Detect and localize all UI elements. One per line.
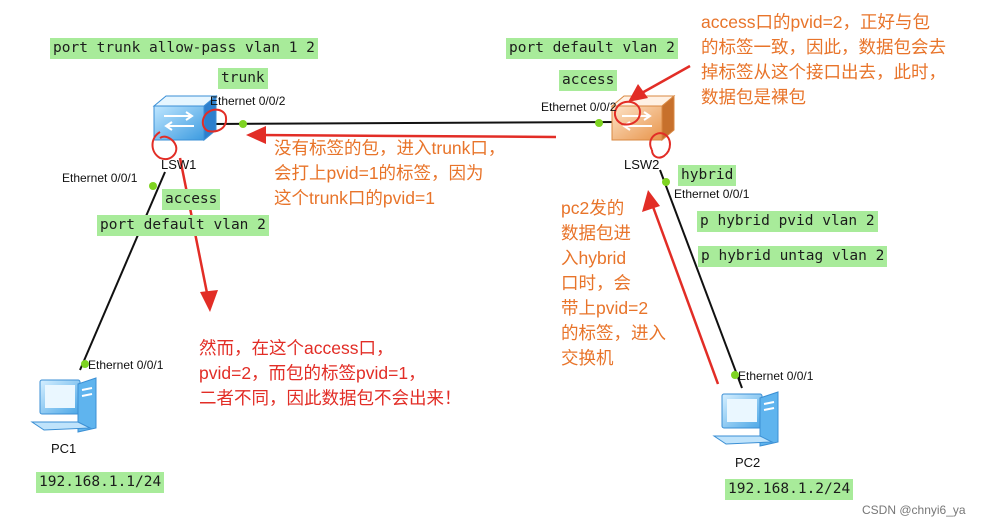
- lsw1-port-top-label: Ethernet 0/0/2: [210, 94, 286, 108]
- tag-pc1-ip: 192.168.1.1/24: [36, 472, 165, 493]
- tag-lsw1-trunk-cmd: port trunk allow-pass vlan 1 2: [50, 38, 318, 59]
- link-lsw2-pc2: [659, 169, 743, 389]
- switch-lsw2-icon[interactable]: [610, 94, 676, 142]
- lsw2-label: LSW2: [624, 157, 660, 172]
- lsw2-port-bottom-label: Ethernet 0/0/1: [674, 187, 750, 201]
- lsw1-port-bottom-label: Ethernet 0/0/1: [62, 171, 138, 185]
- pc1-icon[interactable]: [30, 377, 97, 433]
- tag-lsw1-access-mode: access: [162, 189, 221, 210]
- pc2-port-label: Ethernet 0/0/1: [738, 369, 814, 383]
- note-hybrid: pc2发的 数据包进 入hybrid 口时，会 带上pvid=2 的标签，进入 …: [561, 198, 666, 368]
- link-lsw1-pc1: [79, 171, 166, 371]
- circle-lsw1-e002: [201, 108, 228, 133]
- arrowhead-trunk: [246, 126, 266, 144]
- note-trunk: 没有标签的包，进入trunk口， 会打上pvid=1的标签，因为 这个trunk…: [274, 138, 506, 208]
- tag-pc2-ip: 192.168.1.2/24: [725, 479, 854, 500]
- arrow-hybrid-ingress: [650, 203, 720, 385]
- arrow-to-access: [639, 64, 691, 96]
- note-access: 然而，在这个access口， pvid=2，而包的标签pvid=1， 二者不同，…: [199, 338, 462, 408]
- lsw1-label: LSW1: [161, 157, 197, 172]
- arrowhead-blocked: [200, 290, 218, 312]
- arrowhead-access: [628, 84, 648, 102]
- port-dots: [81, 119, 739, 379]
- tag-lsw2-hybrid-mode: hybrid: [678, 165, 737, 186]
- pc1-label: PC1: [51, 441, 77, 456]
- pc1-port-label: Ethernet 0/0/1: [88, 358, 164, 372]
- switch-lsw1-icon[interactable]: [152, 94, 218, 142]
- pc2-label: PC2: [735, 455, 761, 470]
- pc2-icon[interactable]: [712, 391, 779, 447]
- note-top-right: access口的pvid=2，正好与包 的标签一致，因此，数据包会去 掉标签从这…: [701, 12, 946, 107]
- tag-lsw2-access-mode: access: [559, 70, 618, 91]
- watermark: CSDN @chnyi6_ya: [862, 503, 966, 517]
- link-lsw1-lsw2: [211, 121, 619, 125]
- lsw2-port-top-label: Ethernet 0/0/2: [541, 100, 617, 114]
- arrow-trunk-ingress: [257, 133, 557, 139]
- tag-lsw1-access-cmd: port default vlan 2: [97, 215, 269, 236]
- tag-lsw2-access-cmd: port default vlan 2: [506, 38, 678, 59]
- tag-lsw2-hybrid-pvid: p hybrid pvid vlan 2: [697, 211, 878, 232]
- circle-lsw2-e002: [613, 100, 642, 126]
- arrowhead-hybrid: [642, 190, 660, 212]
- circle-lsw2-e001: [649, 132, 671, 159]
- tag-lsw1-trunk-mode: trunk: [218, 68, 268, 89]
- tag-lsw2-hybrid-untag: p hybrid untag vlan 2: [698, 246, 888, 267]
- circle-lsw1-e001: [151, 131, 178, 160]
